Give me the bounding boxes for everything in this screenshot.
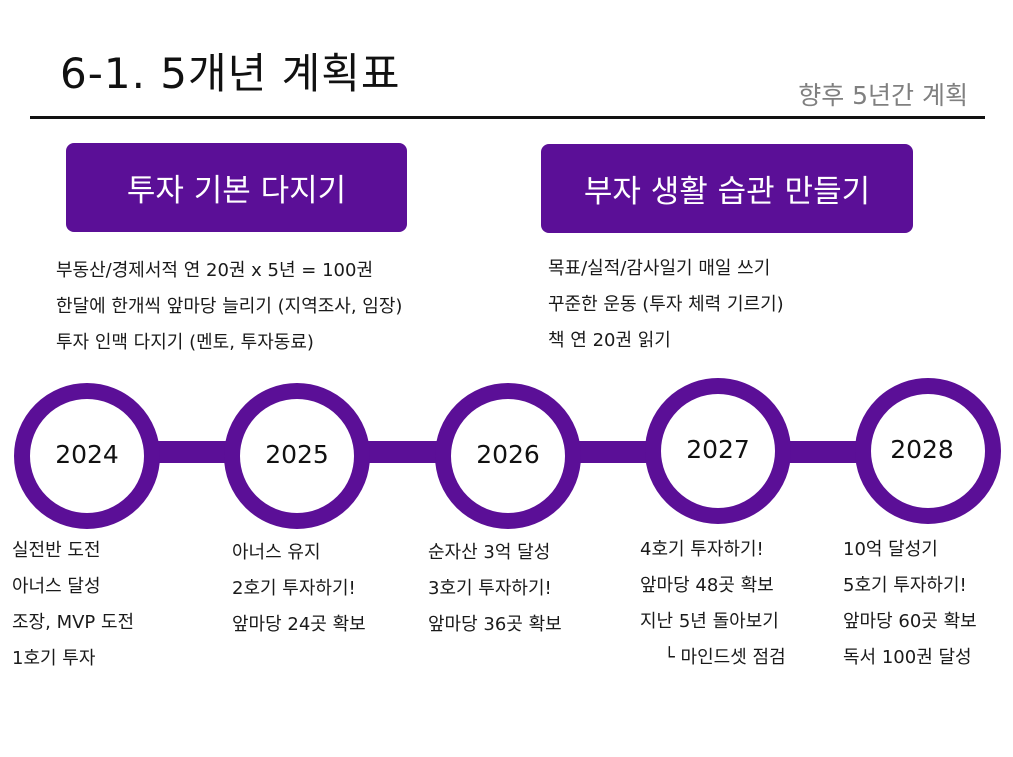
goal-box-rich-habits: 부자 생활 습관 만들기 — [541, 144, 913, 233]
milestones-2024: 실전반 도전 아너스 달성 조장, MVP 도전 1호기 투자 — [12, 533, 134, 677]
page-title: 6-1. 5개년 계획표 — [60, 49, 401, 98]
milestone-item: 아너스 유지 — [232, 542, 321, 563]
milestone-item: 순자산 3억 달성 — [428, 542, 551, 563]
year-label: 2025 — [265, 440, 329, 469]
year-circle-2026 — [435, 383, 581, 529]
goal-item: 부동산/경제서적 연 20권 x 5년 = 100권 — [56, 260, 374, 281]
goal-list-investment-basics: 부동산/경제서적 연 20권 x 5년 = 100권 한달에 한개씩 앞마당 늘… — [56, 253, 402, 361]
milestones-2026: 순자산 3억 달성 3호기 투자하기! 앞마당 36곳 확보 — [428, 535, 562, 643]
milestone-item: 3호기 투자하기! — [428, 578, 552, 599]
year-label: 2027 — [686, 435, 750, 464]
title-divider — [30, 116, 985, 119]
goal-item: 책 연 20권 읽기 — [548, 330, 671, 351]
milestone-item: 조장, MVP 도전 — [12, 612, 135, 633]
milestone-item: 앞마당 36곳 확보 — [428, 614, 562, 635]
milestone-item: 10억 달성기 — [843, 539, 938, 560]
milestone-item: 2호기 투자하기! — [232, 578, 356, 599]
milestone-item: 실전반 도전 — [12, 540, 101, 561]
year-label: 2024 — [55, 440, 119, 469]
year-circle-2028 — [855, 378, 1001, 524]
milestone-item: 앞마당 60곳 확보 — [843, 611, 977, 632]
milestone-item: 독서 100권 달성 — [843, 647, 972, 668]
milestone-item: 5호기 투자하기! — [843, 575, 967, 596]
milestone-item: 1호기 투자 — [12, 648, 96, 669]
goal-item: 목표/실적/감사일기 매일 쓰기 — [548, 258, 771, 279]
milestone-item: 4호기 투자하기! — [640, 539, 764, 560]
milestones-2027: 4호기 투자하기! 앞마당 48곳 확보 지난 5년 돌아보기 └ 마인드셋 점… — [640, 532, 786, 676]
milestone-item: 아너스 달성 — [12, 576, 101, 597]
goal-box-label: 부자 생활 습관 만들기 — [583, 174, 871, 210]
goal-item: 투자 인맥 다지기 (멘토, 투자동료) — [56, 332, 314, 353]
year-label: 2028 — [890, 435, 954, 464]
year-circle-2025 — [224, 383, 370, 529]
page-subtitle: 향후 5년간 계획 — [798, 81, 968, 110]
milestones-2028: 10억 달성기 5호기 투자하기! 앞마당 60곳 확보 독서 100권 달성 — [843, 532, 977, 676]
milestone-item: 지난 5년 돌아보기 — [640, 611, 779, 632]
goal-box-investment-basics: 투자 기본 다지기 — [66, 143, 407, 232]
year-circle-2024 — [14, 383, 160, 529]
year-label: 2026 — [476, 440, 540, 469]
year-circle-2027 — [645, 378, 791, 524]
goal-item: 꾸준한 운동 (투자 체력 기르기) — [548, 294, 784, 315]
goal-list-rich-habits: 목표/실적/감사일기 매일 쓰기 꾸준한 운동 (투자 체력 기르기) 책 연 … — [548, 251, 784, 359]
milestones-2025: 아너스 유지 2호기 투자하기! 앞마당 24곳 확보 — [232, 535, 366, 643]
goal-item: 한달에 한개씩 앞마당 늘리기 (지역조사, 임장) — [56, 296, 403, 317]
milestone-item: └ 마인드셋 점검 — [664, 647, 786, 668]
milestone-item: 앞마당 48곳 확보 — [640, 575, 774, 596]
milestone-item: 앞마당 24곳 확보 — [232, 614, 366, 635]
goal-box-label: 투자 기본 다지기 — [126, 173, 347, 209]
